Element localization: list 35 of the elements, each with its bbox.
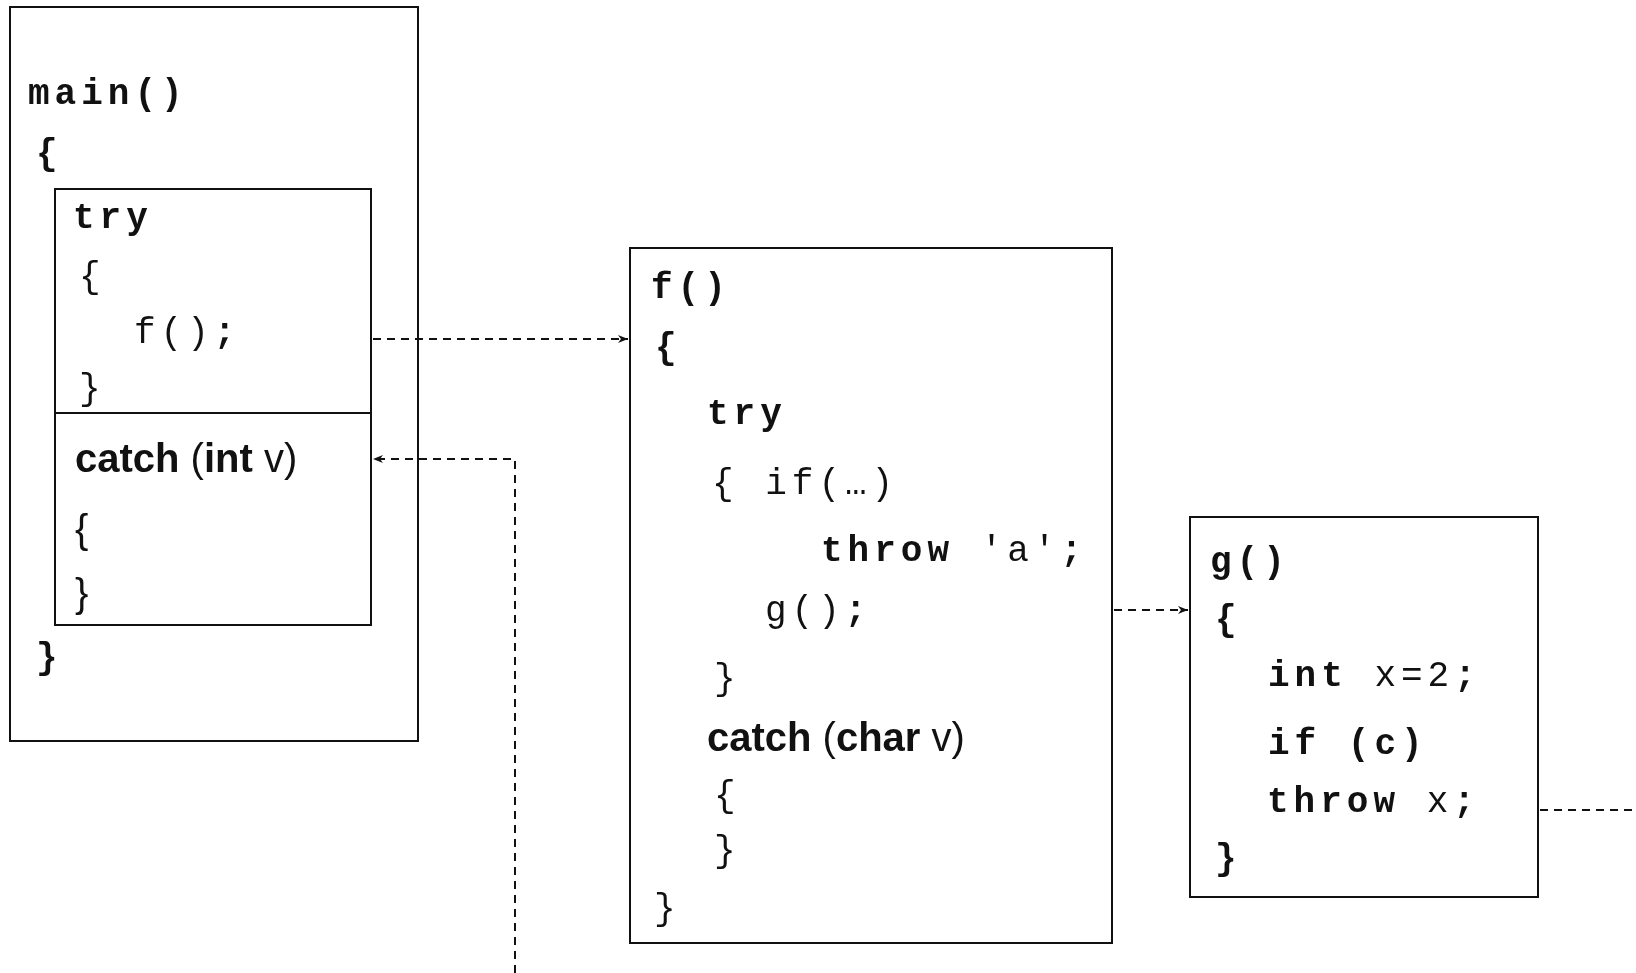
code-line: { [36,135,63,175]
code-line: { [79,258,106,298]
code-line: } [714,660,741,700]
code-block-box [629,247,1113,944]
code-line: catch (int v) [75,438,298,478]
dashed-arrow [372,455,516,973]
code-line: int x=2; [1268,657,1481,697]
code-block-box [54,412,372,626]
code-line: { if(…) [712,465,899,505]
code-line: f(); [134,314,241,354]
code-line: } [75,573,89,613]
code-block-box [54,188,372,414]
dashed-arrow [1113,606,1189,614]
dashed-arrow [372,335,629,343]
code-line: try [73,199,153,239]
code-line: } [79,370,106,410]
code-line: } [1215,840,1242,880]
code-line: main() [28,75,188,115]
code-line: } [714,832,741,872]
code-block-box [9,6,419,742]
code-line: try [707,395,787,435]
code-line: g() [1210,543,1290,583]
code-line: { [655,329,682,369]
code-line: throw x; [1267,783,1480,823]
code-line: throw 'a'; [821,532,1088,572]
code-line: { [1215,601,1242,641]
code-line: if (c) [1268,725,1428,765]
code-line: } [654,890,681,930]
code-line: } [36,639,63,679]
code-line: g(); [765,592,872,632]
code-line: { [75,509,89,549]
code-block-box [1189,516,1539,898]
code-line: catch (char v) [707,717,965,757]
code-line: f() [651,269,731,309]
code-line: { [714,777,741,817]
